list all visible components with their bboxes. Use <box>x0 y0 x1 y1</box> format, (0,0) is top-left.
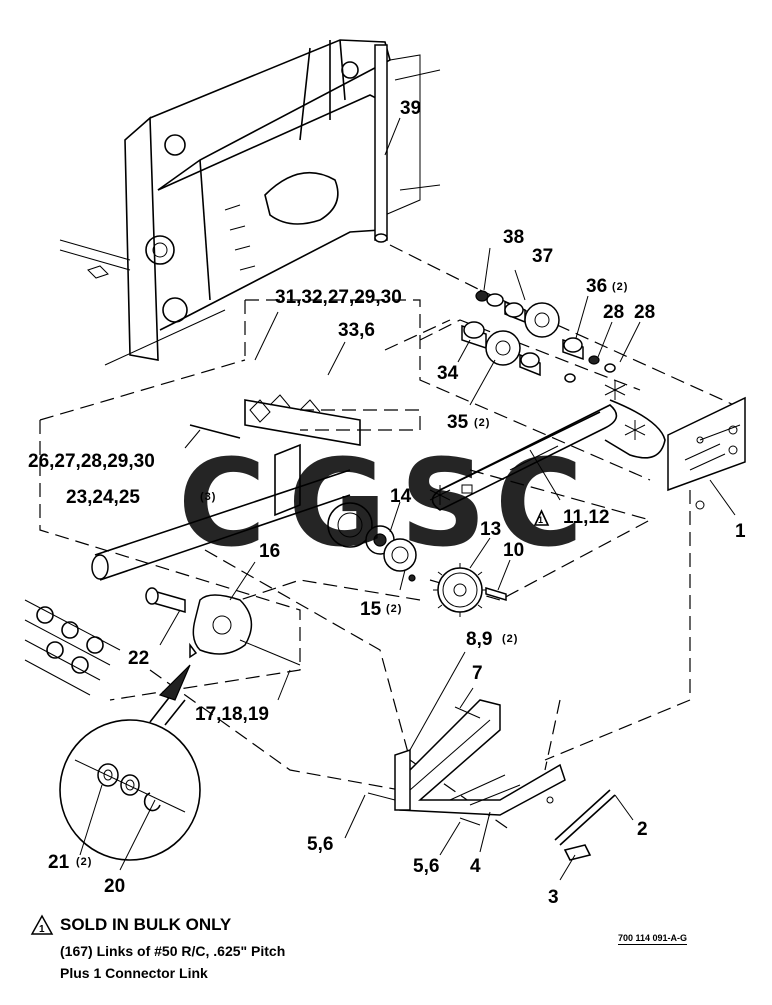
callout-22: 22 <box>128 648 149 669</box>
callout-10: 10 <box>503 540 524 561</box>
callout-2: 2 <box>637 819 648 840</box>
callout-36: 36 <box>586 276 607 297</box>
callout-23-qty: (3) <box>200 491 216 503</box>
left-shaft-group <box>91 469 351 666</box>
callout-3: 3 <box>548 887 559 908</box>
chain-loop <box>429 380 666 511</box>
callout-36-qty: (2) <box>612 281 628 293</box>
note-triangle-icon: 1 <box>30 914 54 935</box>
callout-56b: 5,6 <box>413 856 439 877</box>
callout-11: 11,12 <box>563 507 610 528</box>
callout-89-qty: (2) <box>502 633 518 645</box>
callout-31: 31,32,27,29,30 <box>275 287 402 308</box>
callout-20: 20 <box>104 876 125 897</box>
callout-21-qty: (2) <box>76 856 92 868</box>
drawing-number: 700 114 091-A-G <box>618 933 688 945</box>
sold-in-bulk-marker: 1 <box>533 509 550 526</box>
watermark-letter: G <box>288 435 387 574</box>
plate-1 <box>667 396 746 510</box>
watermark-letter: S <box>400 435 486 574</box>
callout-26: 26,27,28,29,30 <box>28 451 155 472</box>
callout-39: 39 <box>400 98 421 119</box>
watermark-letter: C <box>178 435 266 574</box>
assembly-lines <box>39 244 746 831</box>
callout-35: 35 <box>447 412 469 433</box>
rotor-fragment <box>24 599 121 696</box>
leader-lines <box>79 117 736 881</box>
callout-21: 21 <box>48 852 70 873</box>
callout-14: 14 <box>390 486 412 507</box>
callout-34: 34 <box>437 363 459 384</box>
callout-89: 8,9 <box>466 629 492 650</box>
shaft-39 <box>374 44 388 243</box>
callout-38: 38 <box>503 227 524 248</box>
callout-4: 4 <box>470 856 481 877</box>
callout-15-qty: (2) <box>386 603 402 615</box>
watermark: C G S C <box>178 435 583 574</box>
callout-16: 16 <box>259 541 280 562</box>
idler-sprocket-group <box>461 290 616 383</box>
guard-assembly <box>367 699 616 861</box>
callout-35-qty: (2) <box>474 417 490 429</box>
drive-group <box>189 394 507 617</box>
note-line-2: Plus 1 Connector Link <box>60 965 208 981</box>
note-line-1: (167) Links of #50 R/C, .625" Pitch <box>60 943 286 959</box>
callout-15: 15 <box>360 599 382 620</box>
callout-37: 37 <box>532 246 553 267</box>
note-title: SOLD IN BULK ONLY <box>60 915 232 934</box>
callout-1: 1 <box>735 521 746 542</box>
callouts: 39 38 37 36 (2) 28 28 31,32,27,29,30 33,… <box>28 98 746 908</box>
callout-7: 7 <box>472 663 483 684</box>
detail-circle <box>59 664 201 861</box>
callout-33: 33,6 <box>338 320 375 341</box>
callout-28b: 28 <box>634 302 655 323</box>
callout-17: 17,18,19 <box>195 704 269 725</box>
marker-number: 1 <box>538 515 543 525</box>
note-triangle-number: 1 <box>39 924 45 935</box>
callout-23: 23,24,25 <box>66 487 140 508</box>
watermark-letter: C <box>495 435 583 574</box>
callout-56a: 5,6 <box>307 834 333 855</box>
callout-28a: 28 <box>603 302 624 323</box>
callout-13: 13 <box>480 519 501 540</box>
